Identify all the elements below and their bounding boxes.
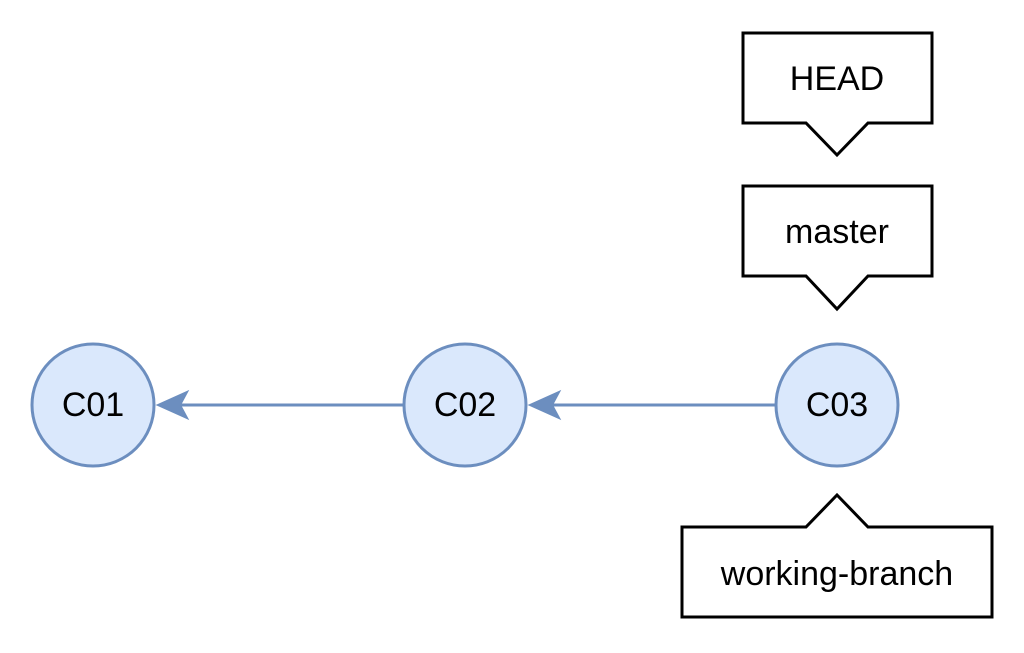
ref-label: master — [785, 213, 889, 251]
commit-label: C01 — [62, 386, 124, 424]
ref-label: HEAD — [790, 60, 884, 98]
commit-label: C02 — [434, 386, 496, 424]
arrowhead-icon — [155, 389, 190, 421]
commit-node-c03[interactable]: C03 — [774, 342, 900, 468]
commit-circle — [402, 342, 528, 468]
commit-circle — [30, 342, 156, 468]
ref-callout-box — [680, 492, 994, 619]
arrowhead-icon — [527, 389, 562, 421]
commit-label: C03 — [806, 386, 868, 424]
edge-c02-to-c01 — [155, 389, 403, 421]
edge-c03-to-c02 — [527, 389, 775, 421]
commit-node-c01[interactable]: C01 — [30, 342, 156, 468]
ref-callout-box — [741, 31, 934, 158]
ref-working-branch[interactable]: working-branch — [680, 492, 994, 619]
ref-callout-box — [741, 184, 934, 312]
ref-master[interactable]: master — [741, 184, 934, 312]
commit-node-c02[interactable]: C02 — [402, 342, 528, 468]
ref-head[interactable]: HEAD — [741, 31, 934, 158]
commit-circle — [774, 342, 900, 468]
ref-label: working-branch — [720, 555, 953, 593]
